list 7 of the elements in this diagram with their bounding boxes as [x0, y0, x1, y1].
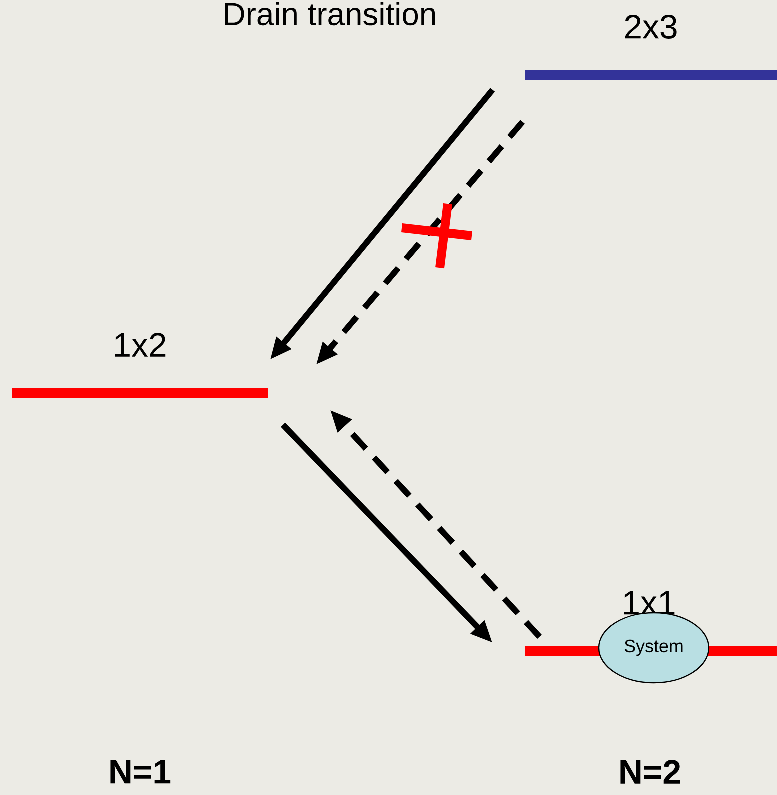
column-label: N=1 [110, 760, 171, 784]
node-label: 2x3 [625, 15, 677, 39]
title: Drain transition [225, 2, 436, 26]
energy-level: 2x3 [525, 15, 777, 80]
node-label: 1x2 [115, 333, 166, 357]
column-label: N=2 [620, 760, 680, 784]
energy-level: 1x2 [12, 333, 268, 398]
